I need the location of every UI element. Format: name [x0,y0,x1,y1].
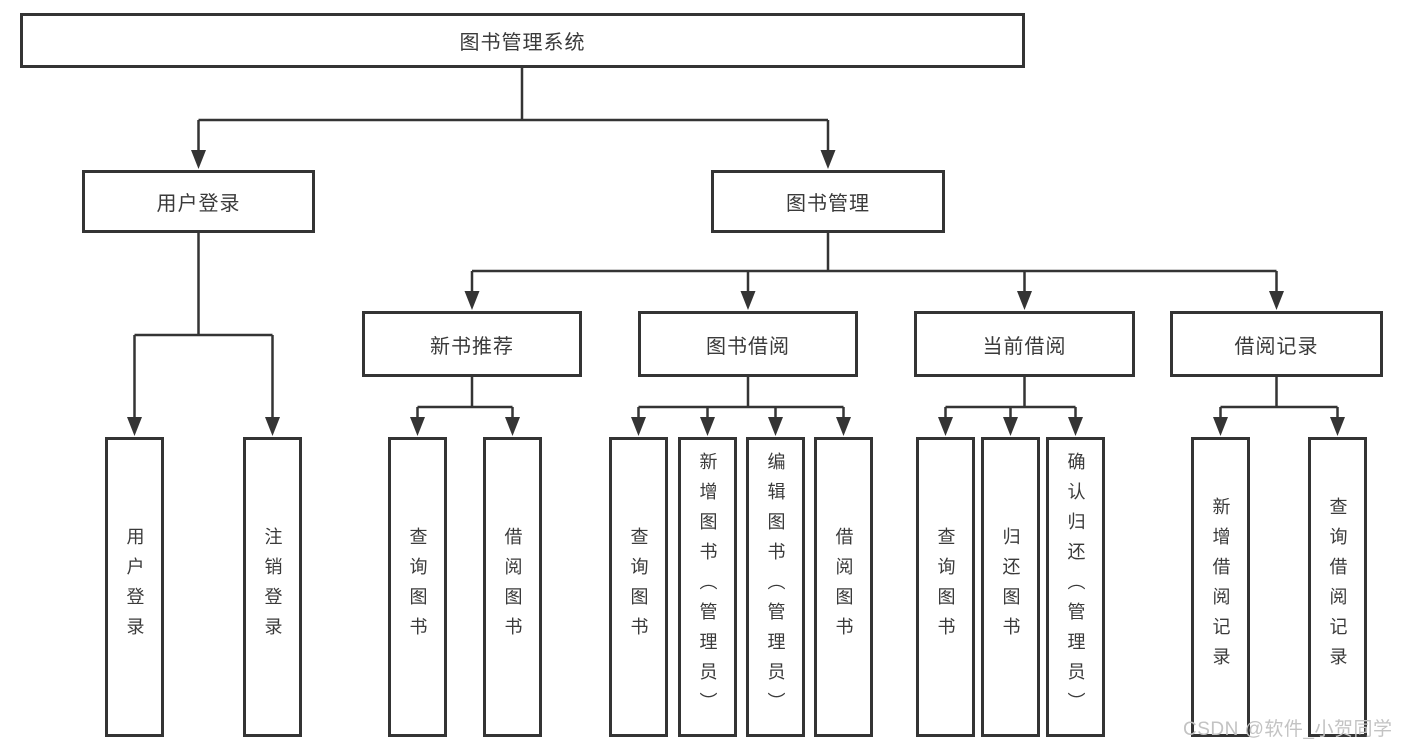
leaf-query-books-recommend: 查询图书 [388,437,447,737]
leaf-query-borrow-record: 查询借阅记录 [1308,437,1367,737]
leaf-add-borrow-record-label: 新增借阅记录 [1210,497,1231,677]
leaf-borrow-books-borrowing: 借阅图书 [814,437,873,737]
node-new-book-recommend: 新书推荐 [362,311,582,377]
leaf-query-books-current-label: 查询图书 [935,527,956,647]
leaf-return-books-label: 归还图书 [1000,527,1021,647]
leaf-add-books-admin-label: 新增图书（管理员） [697,452,718,722]
leaf-edit-books-admin-label: 编辑图书（管理员） [765,452,786,722]
node-current-borrowing: 当前借阅 [914,311,1135,377]
leaf-add-books-admin: 新增图书（管理员） [678,437,737,737]
leaf-confirm-return-admin-label: 确认归还（管理员） [1065,452,1086,722]
leaf-user-login: 用户登录 [105,437,164,737]
node-book-management: 图书管理 [711,170,945,233]
leaf-borrow-books-borrowing-label: 借阅图书 [833,527,854,647]
node-book-borrowing-label: 图书借阅 [706,335,790,358]
node-borrow-records: 借阅记录 [1170,311,1383,377]
leaf-query-books-borrowing: 查询图书 [609,437,668,737]
leaf-logout: 注销登录 [243,437,302,737]
leaf-edit-books-admin: 编辑图书（管理员） [746,437,805,737]
leaf-query-borrow-record-label: 查询借阅记录 [1327,497,1348,677]
leaf-borrow-books-recommend: 借阅图书 [483,437,542,737]
node-user-login: 用户登录 [82,170,315,233]
leaf-confirm-return-admin: 确认归还（管理员） [1046,437,1105,737]
tree-edges [133,66,1339,419]
leaf-add-borrow-record: 新增借阅记录 [1191,437,1250,737]
leaf-borrow-books-recommend-label: 借阅图书 [502,527,523,647]
node-book-borrowing: 图书借阅 [638,311,858,377]
leaf-query-books-current: 查询图书 [916,437,975,737]
leaf-return-books: 归还图书 [981,437,1040,737]
node-root-label: 图书管理系统 [459,32,586,54]
node-root: 图书管理系统 [20,13,1025,68]
node-book-management-label: 图书管理 [786,193,870,215]
csdn-watermark: CSDN @软件_小贺同学 [1183,719,1393,740]
node-current-borrowing-label: 当前借阅 [982,335,1067,358]
node-new-book-recommend-label: 新书推荐 [430,335,514,358]
leaf-user-login-label: 用户登录 [124,527,145,647]
leaf-logout-label: 注销登录 [262,527,283,647]
node-borrow-records-label: 借阅记录 [1234,335,1319,358]
node-user-login-label: 用户登录 [156,193,241,215]
leaf-query-books-borrowing-label: 查询图书 [628,527,649,647]
leaf-query-books-recommend-label: 查询图书 [407,527,428,647]
